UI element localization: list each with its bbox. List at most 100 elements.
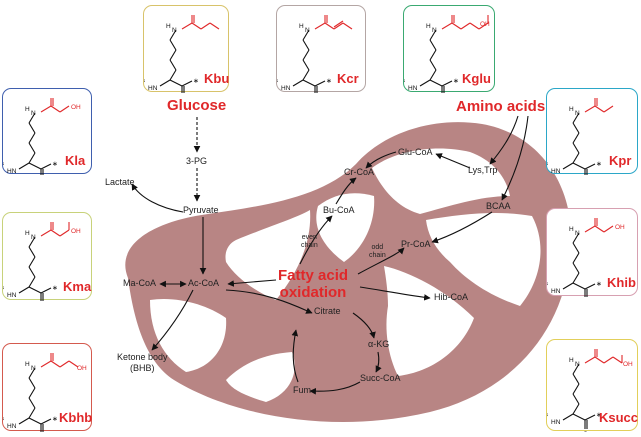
chain-bond — [169, 39, 177, 51]
epsilon-h-label: H — [569, 357, 574, 364]
chain-bond — [429, 69, 437, 81]
kcr-label: Kcr — [337, 71, 359, 86]
chain-bond — [429, 29, 437, 41]
chain-bond — [28, 397, 36, 409]
chain-bond — [28, 112, 36, 124]
acyl-bond — [603, 225, 614, 233]
crista-5 — [384, 266, 474, 376]
chain-bond — [169, 29, 177, 41]
backbone-bond — [572, 413, 586, 421]
chain-bond — [302, 49, 310, 61]
acyl-bond — [441, 22, 453, 30]
wavy-end-left: ∗ — [404, 78, 406, 85]
chain-bond — [302, 59, 310, 71]
acyl-bond — [59, 360, 70, 368]
wavy-end-right: ∗ — [596, 161, 602, 168]
backbone-bond — [169, 79, 183, 87]
chain-bond — [572, 242, 580, 254]
wavy-end-left: ∗ — [547, 161, 549, 168]
even-chain-label: even chain — [301, 234, 318, 250]
akg-to-succcoa-arrow — [375, 351, 382, 373]
acyl-oh-label: OH — [615, 224, 625, 231]
chain-bond — [572, 232, 580, 244]
epsilon-h-label: H — [25, 361, 30, 368]
chain-bond — [28, 266, 36, 278]
kbhb-label: Kbhb — [59, 410, 93, 425]
acyl-bond — [40, 360, 52, 368]
kma-label: Kma — [63, 279, 92, 294]
backbone-bond — [314, 80, 326, 87]
fum-to-citrate-arrow — [291, 329, 299, 383]
metabolite-fum: Fum — [293, 385, 311, 395]
fao-to-bucoa-arrow — [299, 215, 333, 265]
epsilon-n-label: N — [31, 234, 36, 241]
backbone-bond — [40, 287, 52, 294]
acyl-double-bond — [333, 20, 344, 28]
backbone-o-label: O — [583, 431, 588, 432]
backbone-bond — [572, 162, 586, 170]
aa-to-bcaa-arrow — [501, 115, 529, 201]
acyl-bond — [324, 22, 335, 30]
accoa-to-citrate-arrow — [225, 289, 313, 314]
backbone-bond — [562, 162, 574, 170]
backbone-bond — [28, 417, 42, 425]
wavy-end-left: ∗ — [3, 416, 5, 423]
wavy-end-left: ∗ — [547, 281, 549, 288]
kglu-label: Kglu — [462, 71, 491, 86]
metabolite-pr-coa: Pr-CoA — [401, 239, 431, 249]
chain-bond — [572, 252, 580, 264]
epsilon-n-label: N — [575, 110, 580, 117]
wavy-end-right: ∗ — [326, 78, 332, 85]
kla-label: Kla — [65, 153, 86, 168]
kbu-box: HNO∗∗HN Kbu — [143, 5, 229, 93]
epsilon-h-label: H — [426, 23, 431, 30]
acyl-bond — [68, 360, 79, 368]
chain-bond — [169, 59, 177, 71]
bucoa-to-crcoa-arrow — [335, 177, 357, 205]
acyl-oh-label: OH — [71, 104, 81, 111]
chain-bond — [28, 256, 36, 268]
acyl-bond — [200, 22, 211, 30]
khib-label: Khib — [607, 275, 636, 290]
wavy-end-left: ∗ — [277, 78, 279, 85]
acyl-bond — [342, 22, 353, 30]
acyl-bond — [314, 22, 326, 30]
chain-bond — [572, 262, 580, 274]
chain-bond — [572, 373, 580, 385]
acyl-bond — [584, 225, 596, 233]
epsilon-h-label: H — [569, 226, 574, 233]
acyl-bond — [594, 225, 605, 233]
acyl-bond — [181, 22, 193, 30]
chain-bond — [28, 407, 36, 419]
chain-bond — [28, 236, 36, 248]
citrate-to-akg-arrow — [352, 312, 376, 339]
metabolite-hib-coa: Hib-CoA — [434, 292, 469, 302]
metabolite-3pg: 3-PG — [186, 156, 208, 166]
wavy-end-left: ∗ — [144, 78, 146, 85]
chain-bond — [572, 383, 580, 395]
acyl-oh-label: OH — [71, 228, 81, 235]
wavy-end-left: ∗ — [3, 285, 5, 292]
backbone-bond — [429, 79, 443, 87]
chain-bond — [572, 152, 580, 164]
backbone-bond — [18, 417, 30, 425]
acyl-oh-label: OH — [623, 361, 633, 368]
acyl-bond — [333, 22, 344, 30]
chain-bond — [28, 142, 36, 154]
epsilon-n-label: N — [305, 27, 310, 34]
metabolite-ketone-body: Ketone body (BHB) — [117, 352, 168, 374]
succcoa-to-fum-arrow — [309, 381, 361, 395]
kbu-structure-icon: HNO∗∗HN — [144, 15, 220, 93]
wavy-end-right: ∗ — [596, 412, 602, 419]
backbone-bond — [40, 163, 52, 170]
metabolite-ac-coa: Ac-CoA — [188, 278, 220, 288]
kcr-structure-icon: HNO∗∗HN — [277, 15, 353, 93]
chain-bond — [302, 29, 310, 41]
